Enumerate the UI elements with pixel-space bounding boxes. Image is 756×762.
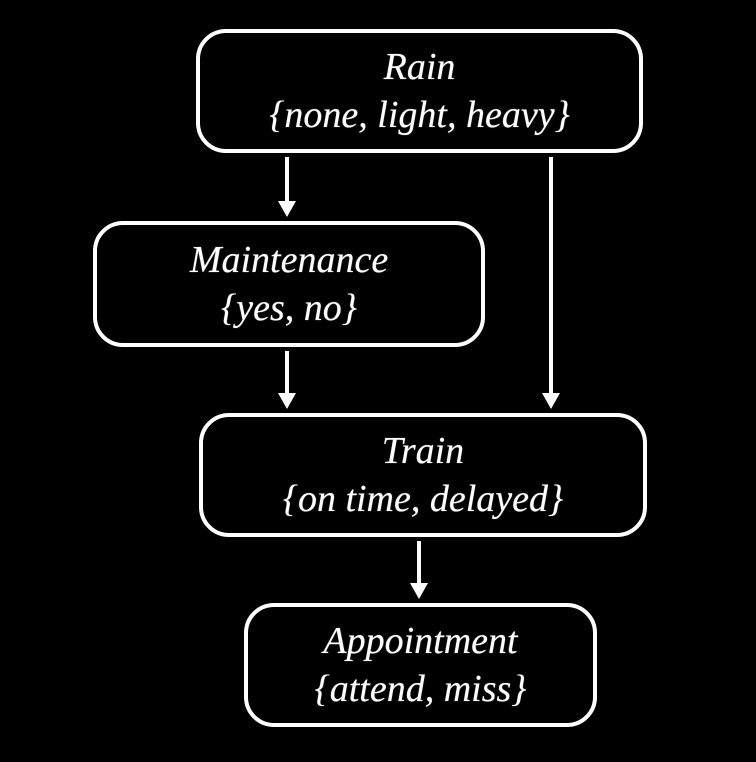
arrow-shaft (285, 351, 289, 393)
node-rain-label: Rain (383, 46, 456, 88)
node-maintenance-domain: {yes, no} (221, 287, 357, 329)
arrow-shaft (549, 157, 553, 393)
node-rain: Rain {none, light, heavy} (196, 29, 643, 153)
node-maintenance-label: Maintenance (189, 239, 389, 281)
node-rain-domain: {none, light, heavy} (269, 94, 570, 136)
node-appointment-label: Appointment (323, 620, 518, 662)
arrowhead-down-icon (278, 393, 296, 409)
node-train-domain: {on time, delayed} (282, 478, 564, 520)
node-train: Train {on time, delayed} (199, 413, 647, 537)
arrowhead-down-icon (542, 393, 560, 409)
arrowhead-down-icon (410, 583, 428, 599)
node-train-label: Train (381, 430, 465, 472)
edge-maintenance-to-train-arrow (278, 351, 296, 409)
edge-train-to-appointment-arrow (410, 541, 428, 599)
node-maintenance: Maintenance {yes, no} (93, 221, 485, 347)
node-appointment-domain: {attend, miss} (314, 668, 527, 710)
edge-rain-to-train-arrow (542, 157, 560, 409)
arrowhead-down-icon (278, 201, 296, 217)
edge-rain-to-maintenance-arrow (278, 157, 296, 217)
node-appointment: Appointment {attend, miss} (244, 603, 597, 727)
arrow-shaft (417, 541, 421, 583)
arrow-shaft (285, 157, 289, 201)
